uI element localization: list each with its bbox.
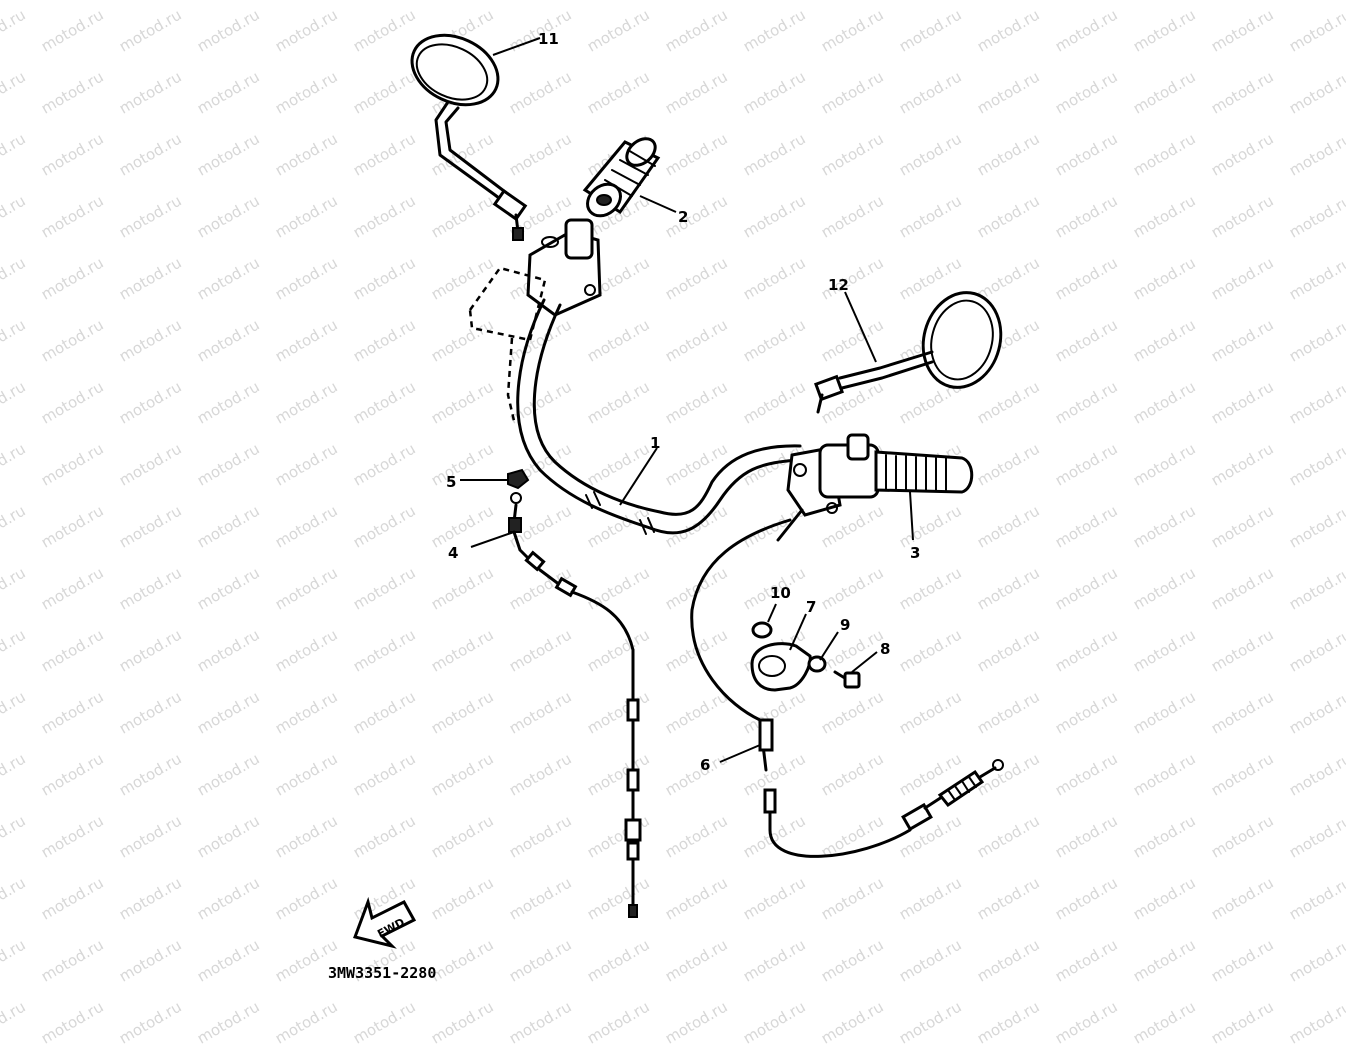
callout-4: 4 [448,544,458,562]
left-switch-housing [468,218,602,426]
clutch-cable [690,508,1004,858]
callout-3: 3 [910,544,920,562]
handlebar [516,298,802,535]
callout-7: 7 [806,598,816,616]
leader-lines [460,37,914,763]
callout-9: 9 [840,616,850,634]
right-grip [874,450,974,494]
callout-8: 8 [880,640,890,658]
throttle-cable [508,492,642,918]
callout-10: 10 [770,584,791,602]
callout-1: 1 [650,434,660,452]
right-switch-housing [786,433,880,517]
callout-2: 2 [678,208,688,226]
cable-adjuster-nut [507,468,530,490]
callout-12: 12 [828,276,849,294]
callout-5: 5 [446,473,456,491]
callout-labels: 1 2 3 4 5 6 7 8 9 10 11 12 [446,30,920,774]
right-mirror [814,291,1003,414]
callout-6: 6 [700,756,710,774]
callout-11: 11 [538,30,559,48]
fwd-arrow-icon: FWD [353,896,417,949]
diagram-code: 3MW3351-2280 [328,964,436,982]
left-mirror [410,33,528,241]
clamp-set [750,621,861,692]
handlebar-parts-diagram: 1 2 3 4 5 6 7 8 9 10 11 12 FWD 3MW3351-2… [328,30,1004,982]
left-grip [582,137,661,218]
